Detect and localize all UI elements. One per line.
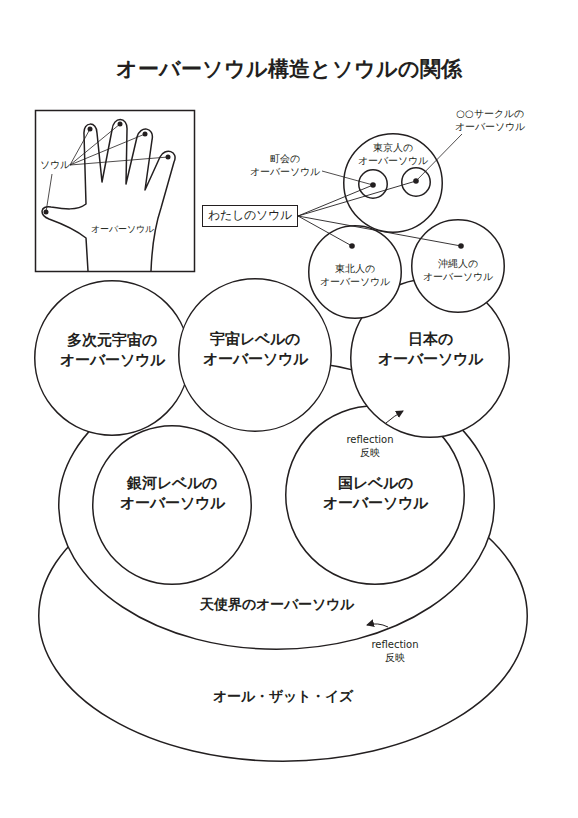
node-outline-shape (412, 220, 505, 313)
soul-dot (349, 243, 355, 249)
reflection-note: reflection 反映 (365, 638, 425, 664)
node-label: 多次元宇宙の オーバーソウル (52, 331, 172, 370)
node-label: 東北人の オーバーソウル (315, 262, 395, 288)
connector-line (298, 216, 352, 246)
oversoul-circle: 銀河レベルの オーバーソウル (92, 425, 252, 585)
node-label: 国レベルの オーバーソウル (315, 474, 435, 513)
node-outline (401, 167, 431, 197)
node-label: 町会の オーバーソウル (245, 152, 325, 178)
leader-line (70, 134, 145, 165)
illustration-frame (36, 111, 195, 272)
soul-dot (44, 210, 49, 215)
oversoul-circle: 多次元宇宙の オーバーソウル (34, 280, 190, 436)
node-outline (358, 169, 388, 199)
soul-dot (88, 127, 93, 132)
node-outline-shape (359, 170, 388, 199)
soul-box: わたしのソウル (202, 205, 298, 227)
leader-line (70, 129, 90, 165)
soul-dot (118, 122, 123, 127)
node-outline-shape (59, 361, 495, 650)
reflection-note: reflection 反映 (340, 433, 400, 459)
soul-dot (166, 155, 171, 160)
oversoul-circle: 町会の オーバーソウル (358, 169, 388, 199)
soul-dot (413, 178, 419, 184)
all-that-is-ellipse: オール・ザット・イズ 天使界のオーバーソウル 銀河レベルの オーバーソウル 国レベルの… (38, 470, 528, 762)
part-label: オーバーソウル (82, 224, 162, 236)
node-outline-shape (35, 281, 190, 436)
node-label: 宇宙レベルの オーバーソウル (195, 330, 315, 369)
soul-dot (458, 243, 464, 249)
part-label: ソウル (37, 158, 73, 171)
oversoul-circle: 沖縄人の オーバーソウル (411, 219, 505, 313)
oversoul-circle: 宇宙レベルの オーバーソウル (178, 278, 332, 432)
soul-dot (370, 182, 376, 188)
node-outline-shape (179, 279, 332, 432)
connector-line (298, 216, 461, 246)
node-label: 銀河レベルの オーバーソウル (112, 474, 232, 513)
leader-line (46, 174, 52, 212)
node-label: 日本の オーバーソウル (370, 330, 490, 369)
node-label: わたしのソウル (203, 208, 297, 224)
connector-line (298, 185, 373, 216)
node-label: 東京人の オーバーソウル (353, 141, 433, 167)
oversoul-circle: ○○サークルの オーバーソウル (401, 167, 431, 197)
connector-line (298, 181, 416, 216)
node-label: 天使界のオーバーソウル (58, 595, 495, 613)
leader-line (70, 157, 168, 165)
diagram-title: オーバーソウル構造とソウルの関係 (0, 56, 578, 83)
hand-outline (42, 120, 175, 272)
oversoul-circle: 東京人の オーバーソウル町会の オーバーソウル ○○サークルの オーバーソウル (343, 133, 443, 233)
node-outline-shape (402, 168, 431, 197)
leader-line (70, 124, 120, 165)
node-outline-shape (351, 279, 510, 438)
soul-dot (143, 132, 148, 137)
node-outline-shape (344, 134, 443, 233)
node-outline-shape (286, 406, 465, 585)
oversoul-circle: 東北人の オーバーソウル (308, 225, 402, 319)
node-outline-shape (93, 426, 252, 585)
node-outline-shape (309, 226, 402, 319)
node-label: オール・ザット・イズ (38, 687, 528, 705)
node-label: 沖縄人の オーバーソウル (418, 257, 498, 283)
node-label: ○○サークルの オーバーソウル (445, 107, 535, 133)
